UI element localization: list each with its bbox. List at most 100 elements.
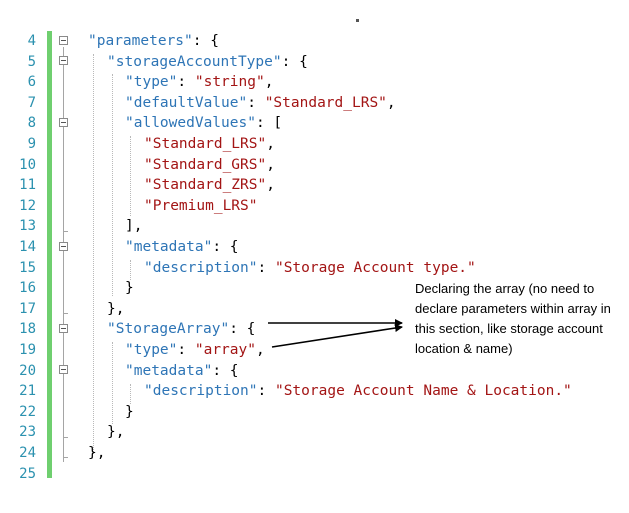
fold-collapse-icon[interactable] (59, 56, 68, 65)
line-number: 8 (27, 115, 36, 132)
punctuation: ], (125, 218, 143, 235)
indent-guide (130, 260, 131, 280)
punctuation: : (247, 94, 265, 111)
punctuation: : { (229, 321, 256, 338)
string-value: "string" (194, 74, 265, 91)
fold-guide-line (63, 47, 64, 462)
string-value: "Storage Account Name & Location." (274, 383, 572, 400)
indent-guide (112, 74, 113, 296)
code-line-4: "parameters": { (88, 31, 219, 52)
change-tracking-bar (47, 31, 52, 478)
code-line-10: "Standard_GRS", (144, 155, 275, 176)
code-line-22: } (125, 402, 134, 423)
string-value: "Standard_ZRS" (144, 177, 267, 194)
property-key: "StorageArray" (107, 321, 230, 338)
punctuation: : (257, 383, 275, 400)
line-number: 9 (27, 136, 36, 152)
code-line-8: "allowedValues": [ (125, 113, 282, 134)
string-value: "Standard_LRS" (144, 136, 267, 152)
punctuation: , (264, 74, 274, 91)
fold-collapse-icon[interactable] (59, 365, 68, 374)
property-key: "type" (125, 342, 178, 358)
code-line-7: "defaultValue": "Standard_LRS", (125, 93, 396, 114)
property-key: "parameters" (88, 33, 193, 49)
punctuation: : { (212, 362, 239, 379)
punctuation: , (266, 156, 275, 173)
punctuation: : (177, 342, 195, 358)
indent-guide (130, 384, 131, 404)
line-number: 15 (19, 259, 36, 276)
property-key: "allowedValues" (125, 115, 256, 132)
stray-dot (356, 19, 359, 22)
code-line-12: "Premium_LRS" (144, 196, 258, 217)
fold-collapse-icon[interactable] (59, 324, 68, 333)
code-line-16: } (125, 278, 134, 299)
punctuation: : { (212, 239, 239, 255)
punctuation: }, (107, 300, 125, 317)
code-line-24: }, (88, 443, 105, 464)
punctuation: : { (281, 53, 308, 70)
code-line-18: "StorageArray": { (107, 319, 255, 340)
annotation-callout: Declaring the array (no need to declare … (415, 281, 611, 356)
punctuation: : (257, 259, 275, 276)
arrow-icon (271, 324, 403, 348)
code-line-23: }, (107, 422, 124, 443)
code-line-21: "description": "Storage Account Name & L… (144, 381, 572, 402)
fold-collapse-icon[interactable] (59, 36, 68, 45)
punctuation: , (266, 136, 275, 152)
line-number: 13 (19, 218, 36, 235)
punctuation: : (177, 74, 195, 91)
code-line-20: "metadata": { (125, 361, 239, 382)
line-number: 6 (27, 74, 36, 91)
punctuation: }, (107, 424, 125, 441)
code-line-15: "description": "Storage Account type." (144, 258, 476, 279)
line-number: 11 (19, 177, 36, 194)
line-number: 12 (19, 197, 36, 214)
line-number: 20 (19, 362, 36, 379)
punctuation: , (255, 342, 265, 358)
string-value: "array" (194, 342, 256, 358)
string-value: "Storage Account type." (274, 259, 476, 276)
indent-guide (93, 54, 94, 454)
line-number: 21 (19, 383, 36, 400)
line-number: 16 (19, 280, 36, 297)
fold-collapse-icon[interactable] (59, 118, 68, 127)
property-key: "defaultValue" (125, 94, 248, 111)
line-number: 22 (19, 403, 36, 420)
code-line-19: "type": "array", (125, 340, 265, 361)
punctuation: : [ (255, 115, 283, 132)
string-value: "Premium_LRS" (144, 197, 258, 214)
punctuation: }, (88, 445, 106, 461)
line-number: 23 (19, 424, 36, 441)
fold-end-tick (63, 313, 68, 314)
fold-end-tick (63, 457, 68, 458)
line-number: 24 (19, 445, 36, 461)
property-key: "description" (144, 383, 258, 400)
code-line-14: "metadata": { (125, 237, 239, 258)
fold-end-tick (63, 231, 68, 232)
property-key: "description" (144, 259, 258, 276)
property-key: "storageAccountType" (107, 53, 282, 70)
fold-collapse-icon[interactable] (59, 242, 68, 251)
indent-guide (112, 342, 113, 424)
code-line-13: ], (125, 216, 142, 237)
punctuation: } (125, 403, 134, 420)
line-number: 10 (19, 156, 36, 173)
punctuation: : { (192, 33, 219, 49)
line-number: 5 (27, 53, 36, 70)
line-number: 17 (19, 300, 36, 317)
line-number: 14 (19, 239, 36, 255)
property-key: "type" (125, 74, 178, 91)
property-key: "metadata" (125, 362, 213, 379)
line-number: 25 (19, 465, 36, 482)
code-line-17: }, (107, 299, 124, 320)
code-line-11: "Standard_ZRS", (144, 175, 275, 196)
property-key: "metadata" (125, 239, 213, 255)
line-number: 18 (19, 321, 36, 338)
punctuation: , (266, 177, 275, 194)
punctuation: } (125, 280, 134, 297)
line-number: 19 (19, 342, 36, 358)
code-line-5: "storageAccountType": { (107, 52, 308, 73)
